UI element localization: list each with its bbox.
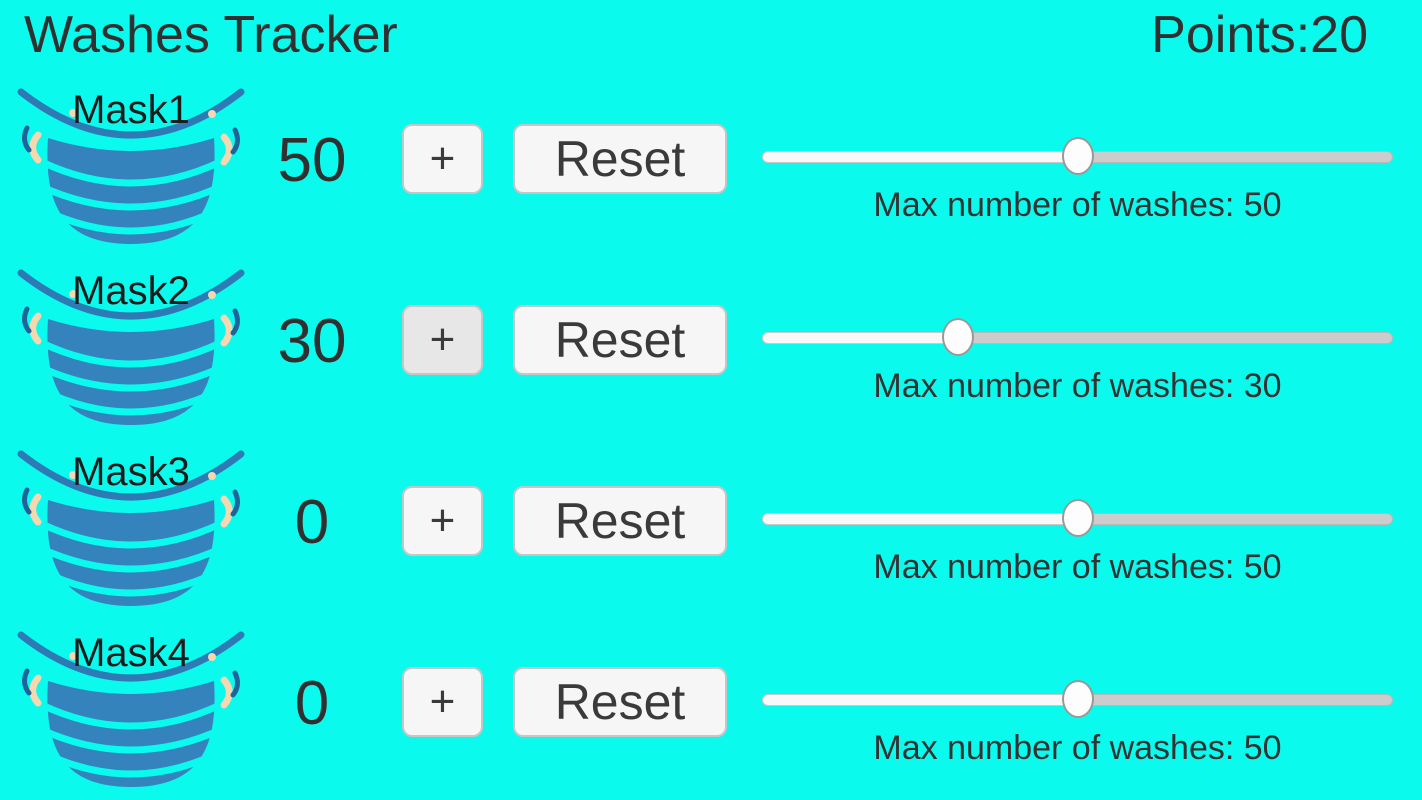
ear-strap-right [220, 676, 233, 709]
slider-thumb[interactable] [1061, 680, 1094, 718]
increment-button[interactable]: + [402, 486, 483, 556]
page-title: Washes Tracker [24, 6, 398, 64]
reset-button[interactable]: Reset [513, 124, 727, 194]
ear-strap-left [29, 493, 42, 526]
mask-graphic: Mask1 [16, 80, 246, 250]
wash-count: 0 [294, 488, 330, 557]
max-washes-label: Max number of washes: 50 [873, 186, 1282, 224]
strap-tick-right [230, 308, 240, 336]
mask-row: Mask4 0 + Reset Max number of washes: 50 [0, 623, 1422, 800]
ear-strap-right [220, 133, 233, 166]
max-washes-slider: Max number of washes: 30 [762, 261, 1393, 442]
mask-row: Mask2 30 + Reset Max number of washes: 3… [0, 261, 1422, 442]
ear-strap-right [220, 495, 233, 528]
mask-graphic: Mask3 [16, 442, 246, 612]
max-washes-label: Max number of washes: 50 [873, 548, 1282, 586]
wash-count: 0 [294, 669, 330, 738]
slider-thumb[interactable] [941, 318, 974, 356]
increment-button[interactable]: + [402, 305, 483, 375]
mask-name-label: Mask4 [72, 631, 190, 675]
mask-row: Mask1 50 + Reset Max number of washes: 5… [0, 80, 1422, 261]
slider-thumb[interactable] [1061, 137, 1094, 175]
ear-strap-left [29, 131, 42, 164]
ear-strap-left [29, 674, 42, 707]
ear-strap-left [29, 312, 42, 345]
mask-name-label: Mask2 [72, 269, 190, 313]
slider-track[interactable] [762, 318, 1393, 356]
slider-track[interactable] [762, 499, 1393, 537]
strap-tick-right [230, 489, 240, 517]
mask-name-label: Mask1 [72, 88, 190, 132]
increment-button[interactable]: + [402, 667, 483, 737]
mask-icon [17, 269, 245, 425]
max-washes-label: Max number of washes: 50 [873, 729, 1282, 767]
points-display: Points:20 [1151, 6, 1368, 66]
max-washes-label: Max number of washes: 30 [873, 367, 1282, 405]
max-washes-slider: Max number of washes: 50 [762, 80, 1393, 261]
mask-graphic: Mask4 [16, 623, 246, 793]
strap-tick-left [22, 125, 32, 153]
reset-button[interactable]: Reset [513, 305, 727, 375]
wash-count: 50 [277, 126, 347, 195]
ear-strap-right [220, 314, 233, 347]
strap-tick-left [22, 306, 32, 334]
strap-tick-right [230, 670, 240, 698]
mask-icon [17, 88, 245, 244]
max-washes-slider: Max number of washes: 50 [762, 442, 1393, 623]
slider-fill [762, 332, 959, 344]
slider-fill [762, 694, 1079, 706]
points-value: 20 [1310, 6, 1368, 64]
mask-graphic: Mask2 [16, 261, 246, 431]
mask-icon [17, 450, 245, 606]
wash-count: 30 [277, 307, 347, 376]
mask-name-label: Mask3 [72, 450, 190, 494]
reset-button[interactable]: Reset [513, 486, 727, 556]
mask-row: Mask3 0 + Reset Max number of washes: 50 [0, 442, 1422, 623]
points-label: Points: [1151, 6, 1311, 64]
strap-tick-left [22, 487, 32, 515]
slider-track[interactable] [762, 137, 1393, 175]
max-washes-slider: Max number of washes: 50 [762, 623, 1393, 800]
slider-thumb[interactable] [1061, 499, 1094, 537]
slider-fill [762, 151, 1079, 163]
increment-button[interactable]: + [402, 124, 483, 194]
mask-icon [17, 631, 245, 787]
strap-tick-right [230, 127, 240, 155]
slider-track[interactable] [762, 680, 1393, 718]
reset-button[interactable]: Reset [513, 667, 727, 737]
slider-fill [762, 513, 1079, 525]
strap-tick-left [22, 668, 32, 696]
